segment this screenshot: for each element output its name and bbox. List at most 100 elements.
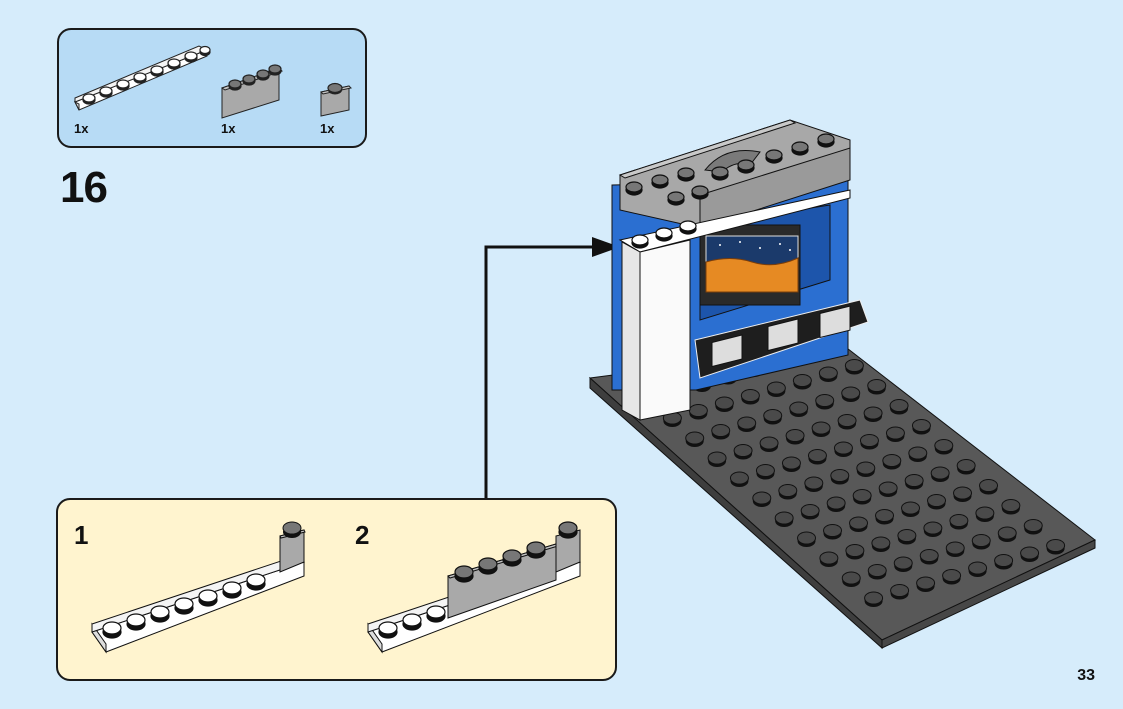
stud: [842, 575, 861, 587]
stud: [793, 377, 812, 390]
stud-top: [975, 506, 995, 520]
stud: [845, 362, 864, 375]
white-plate-1x8-icon: [73, 45, 211, 111]
white-column-assembly: [618, 189, 851, 421]
stud-top: [867, 564, 887, 577]
stud: [927, 497, 946, 510]
page-number: 33: [1077, 667, 1095, 684]
stud-top: [919, 549, 939, 562]
stud-top: [956, 459, 976, 472]
stud: [834, 445, 853, 457]
stud-top: [859, 434, 879, 447]
quantity-label: 1x: [320, 121, 335, 136]
stud: [823, 527, 842, 540]
stud-top: [826, 496, 846, 510]
stud-top: [819, 551, 839, 565]
stud: [730, 475, 749, 487]
stud-top: [707, 451, 727, 465]
baseplate-studs: [640, 339, 1066, 607]
stud: [923, 525, 942, 537]
stud: [756, 467, 775, 480]
stud: [994, 557, 1013, 570]
stud: [760, 440, 779, 452]
stud: [871, 540, 890, 552]
stud: [782, 460, 801, 472]
sub-assembly-callout: 1 2: [56, 498, 617, 681]
stud: [763, 412, 782, 425]
stud-top: [901, 501, 921, 515]
stud-top: [875, 509, 895, 522]
stud-top: [711, 424, 731, 437]
stud-top: [774, 511, 794, 525]
stud: [949, 517, 968, 530]
stud: [823, 342, 841, 355]
stud-top: [740, 389, 760, 402]
stud-top: [688, 404, 708, 417]
stud-top: [781, 456, 801, 470]
stud-top: [1020, 546, 1040, 560]
stud: [689, 407, 708, 420]
stud: [905, 477, 924, 490]
stud-top: [755, 464, 775, 477]
stud-top: [942, 569, 962, 582]
stud: [934, 442, 953, 455]
stud: [979, 482, 998, 495]
stud-top: [890, 584, 910, 597]
stud-top: [759, 436, 779, 450]
stud: [797, 535, 816, 547]
stud: [867, 382, 886, 395]
stud-top: [833, 441, 853, 455]
stud: [901, 505, 920, 517]
stud-top: [766, 381, 786, 395]
stud: [752, 495, 771, 507]
stud-top: [845, 544, 865, 557]
stud-top: [662, 411, 682, 425]
stud-top: [934, 439, 954, 452]
stud: [845, 547, 864, 560]
stud-top: [822, 339, 842, 352]
stud: [801, 507, 820, 520]
stud: [1024, 522, 1043, 535]
stud: [882, 457, 901, 470]
stud: [778, 487, 797, 500]
stud: [998, 530, 1017, 542]
stud: [815, 397, 834, 410]
stud: [827, 500, 846, 512]
stud-top: [733, 444, 753, 457]
sub-assembly-illustration: [91, 521, 582, 654]
stud: [868, 567, 887, 580]
stud: [685, 435, 704, 447]
stud: [667, 387, 685, 400]
blue-wall: [611, 179, 849, 391]
stud-top: [979, 479, 999, 492]
stud-top: [945, 541, 965, 555]
arrow-line: [484, 245, 594, 498]
stud-top: [685, 431, 705, 445]
stud: [894, 560, 913, 572]
stud: [767, 385, 786, 397]
stud-top: [796, 346, 816, 360]
stud: [946, 545, 965, 557]
stud: [853, 492, 872, 505]
stud-top: [849, 516, 869, 530]
step-number: 16: [60, 163, 108, 212]
stud: [641, 395, 659, 407]
sub-step-number: 1: [74, 520, 89, 550]
stud: [737, 420, 756, 432]
stud: [708, 455, 727, 467]
stud-top: [789, 401, 809, 415]
sub-step-2-illustration: [367, 521, 582, 654]
stud-top: [916, 576, 936, 590]
stud-top: [997, 526, 1017, 540]
stud-top: [908, 446, 928, 460]
stud: [860, 437, 879, 450]
stud-top: [889, 399, 909, 412]
arrow-head-icon: [592, 237, 620, 257]
stud-top: [744, 361, 764, 375]
stud: [849, 520, 868, 532]
stud-top: [666, 384, 686, 397]
stud-top: [818, 366, 838, 380]
stud: [1001, 502, 1020, 515]
stud-top: [837, 414, 857, 427]
stud: [841, 390, 860, 402]
